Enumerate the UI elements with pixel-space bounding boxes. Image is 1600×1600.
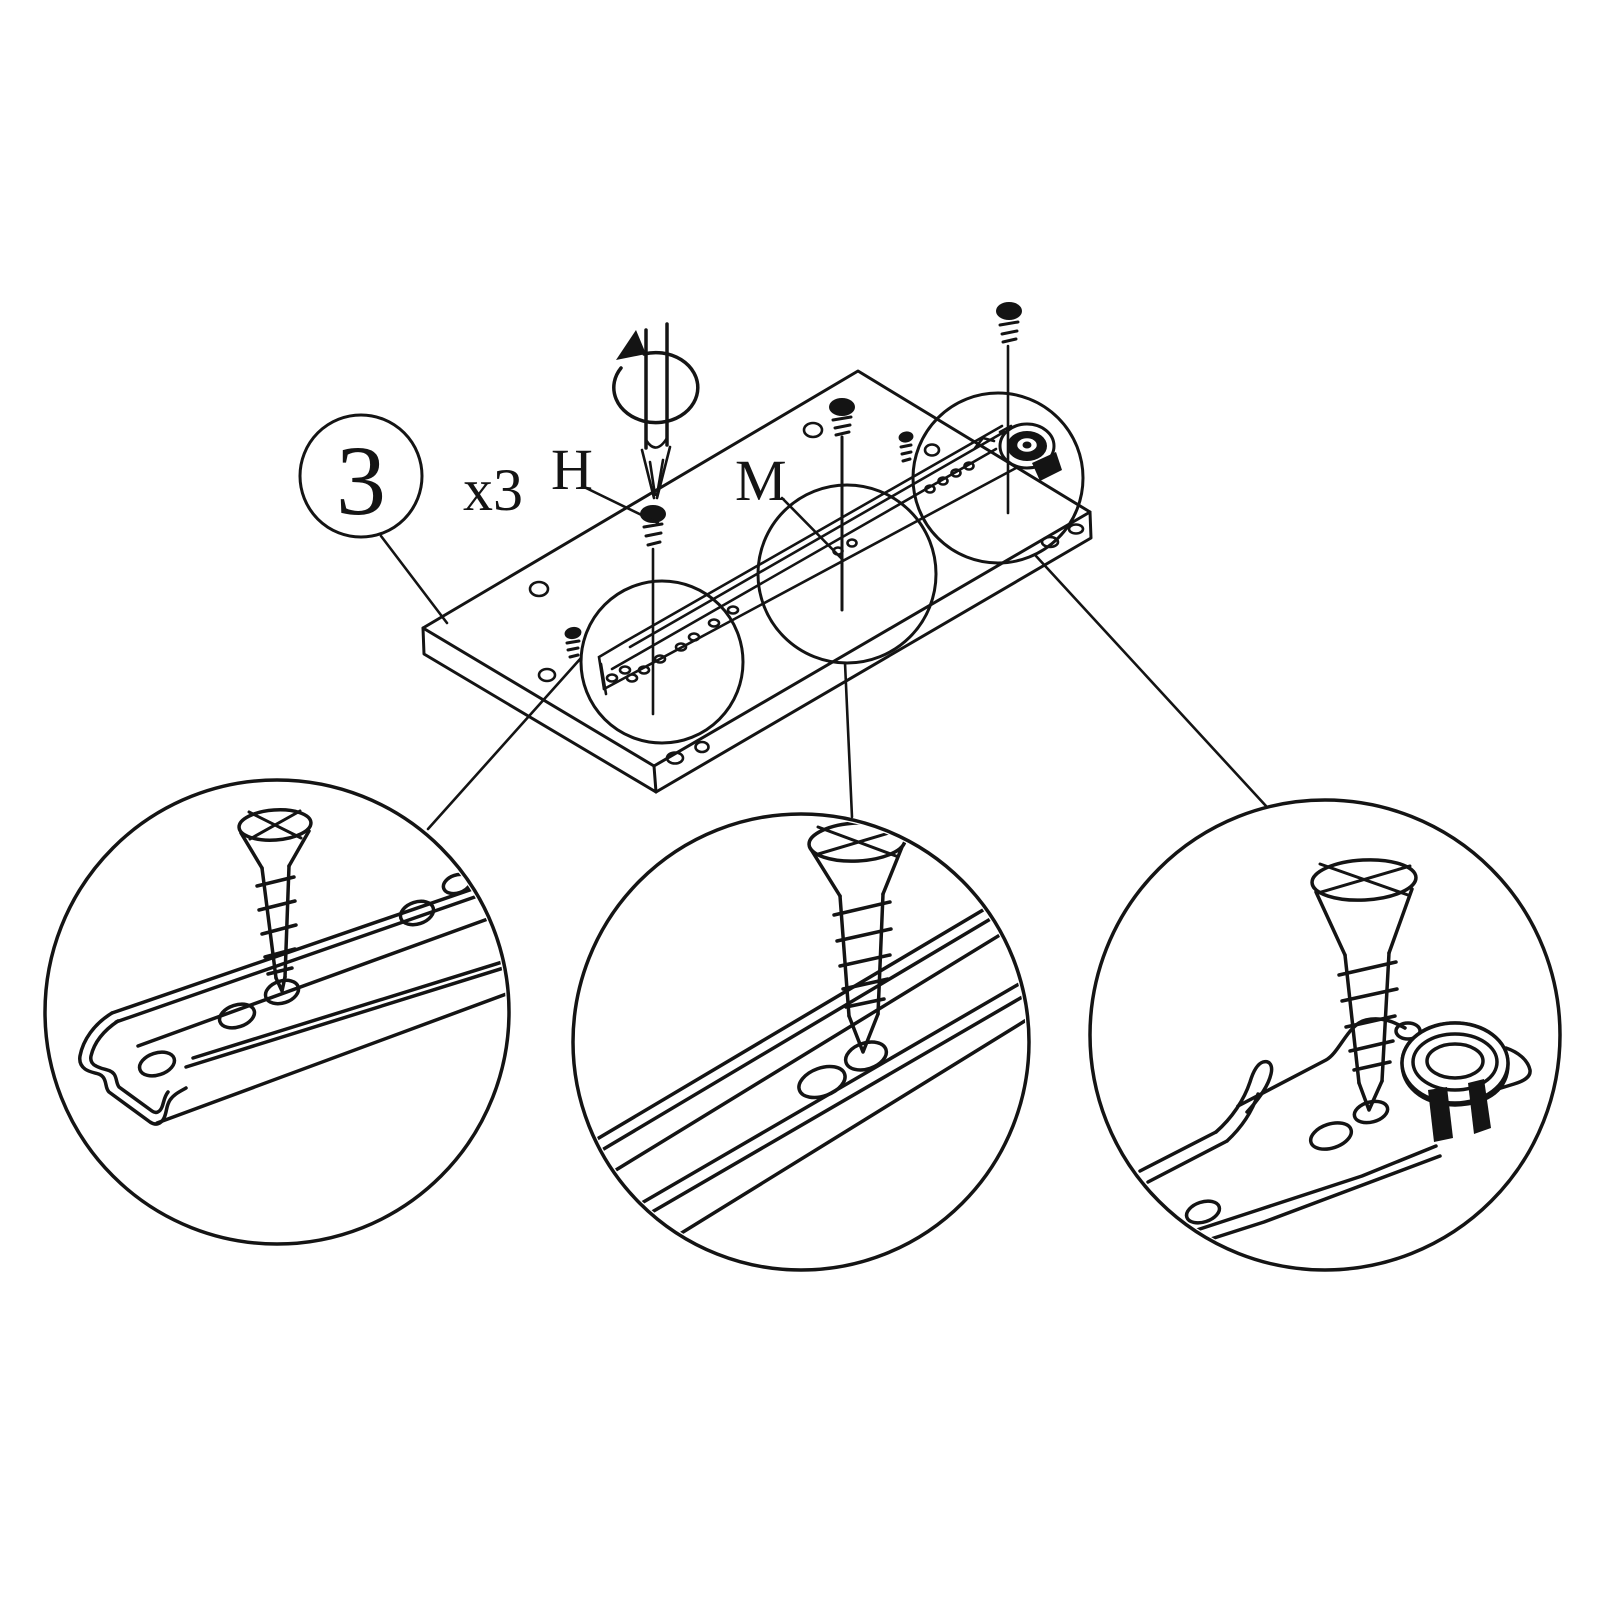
detail-view-right [1088, 798, 1562, 1272]
rail-end-bracket [1138, 1017, 1532, 1256]
roller-wheel [998, 422, 1062, 481]
hardware-label-h-text: H [551, 437, 593, 502]
step-number: 3 [336, 425, 386, 536]
quantity-label: x3 [463, 457, 523, 523]
step-badge-circle [298, 413, 424, 539]
rail-profile-lines [576, 892, 1026, 1267]
hardware-label-h-leader [582, 485, 660, 525]
detail-view-left [43, 778, 511, 1246]
screw-small-left [564, 626, 582, 659]
screw-middle [829, 398, 855, 612]
rail-slot-hole [797, 1064, 847, 1100]
step-badge-leader [379, 534, 449, 625]
rail-bent-lip [1214, 1059, 1274, 1134]
rotation-arrow-icon [612, 330, 700, 425]
panel-edge-hole [694, 740, 710, 754]
roller-wheel-magnified [1394, 1021, 1510, 1142]
panel-hole [528, 580, 550, 598]
roller-tread-stripe [1032, 452, 1062, 481]
detail-connector-lines [426, 554, 1268, 831]
rail-hole-target [1352, 1099, 1390, 1125]
step-badge: 3 [298, 413, 449, 625]
rail-end-channel [78, 872, 506, 1126]
screw-under-driver [640, 505, 666, 716]
panel-hole [923, 443, 941, 457]
phillips-cross-icon [813, 825, 901, 858]
roller-tread-stripe [1468, 1079, 1491, 1134]
phillips-cross-icon [247, 809, 303, 841]
panel-hole [802, 421, 824, 439]
magnified-screw [1310, 858, 1418, 1125]
slide-rail [597, 422, 1062, 696]
rail-formed-end-inner [89, 1019, 170, 1115]
roller-tread-stripe [1428, 1087, 1453, 1142]
highlight-circle-right [911, 391, 1085, 565]
rail-hole [1184, 1199, 1222, 1225]
panel-board [421, 369, 1093, 794]
panel-edge-hole [1067, 523, 1085, 535]
highlight-circle-middle [756, 483, 938, 665]
screwdriver [612, 322, 700, 500]
magnified-screw [237, 808, 313, 993]
main-assembly-view [421, 302, 1093, 794]
hardware-label-h: H [551, 437, 660, 525]
rail-hole [398, 899, 436, 927]
rail-hole [217, 1002, 257, 1030]
phillips-cross-icon [1316, 862, 1412, 897]
detail-view-middle [571, 812, 1031, 1272]
rail-hole-row [625, 461, 975, 683]
highlight-circle-left [579, 579, 745, 745]
panel-edge-hole [665, 751, 685, 765]
rail-slot-hole [1308, 1121, 1354, 1151]
rail-hole [137, 1050, 177, 1078]
rail-hole-target [843, 1040, 889, 1072]
rail-formed-end [78, 1011, 188, 1126]
part-label-m-text: M [735, 448, 787, 513]
screw-top-right [996, 302, 1022, 515]
part-label-m: M [735, 448, 845, 562]
screw-small-right [898, 431, 914, 463]
part-label-m-leader [780, 496, 845, 562]
panel-hole [537, 667, 557, 683]
